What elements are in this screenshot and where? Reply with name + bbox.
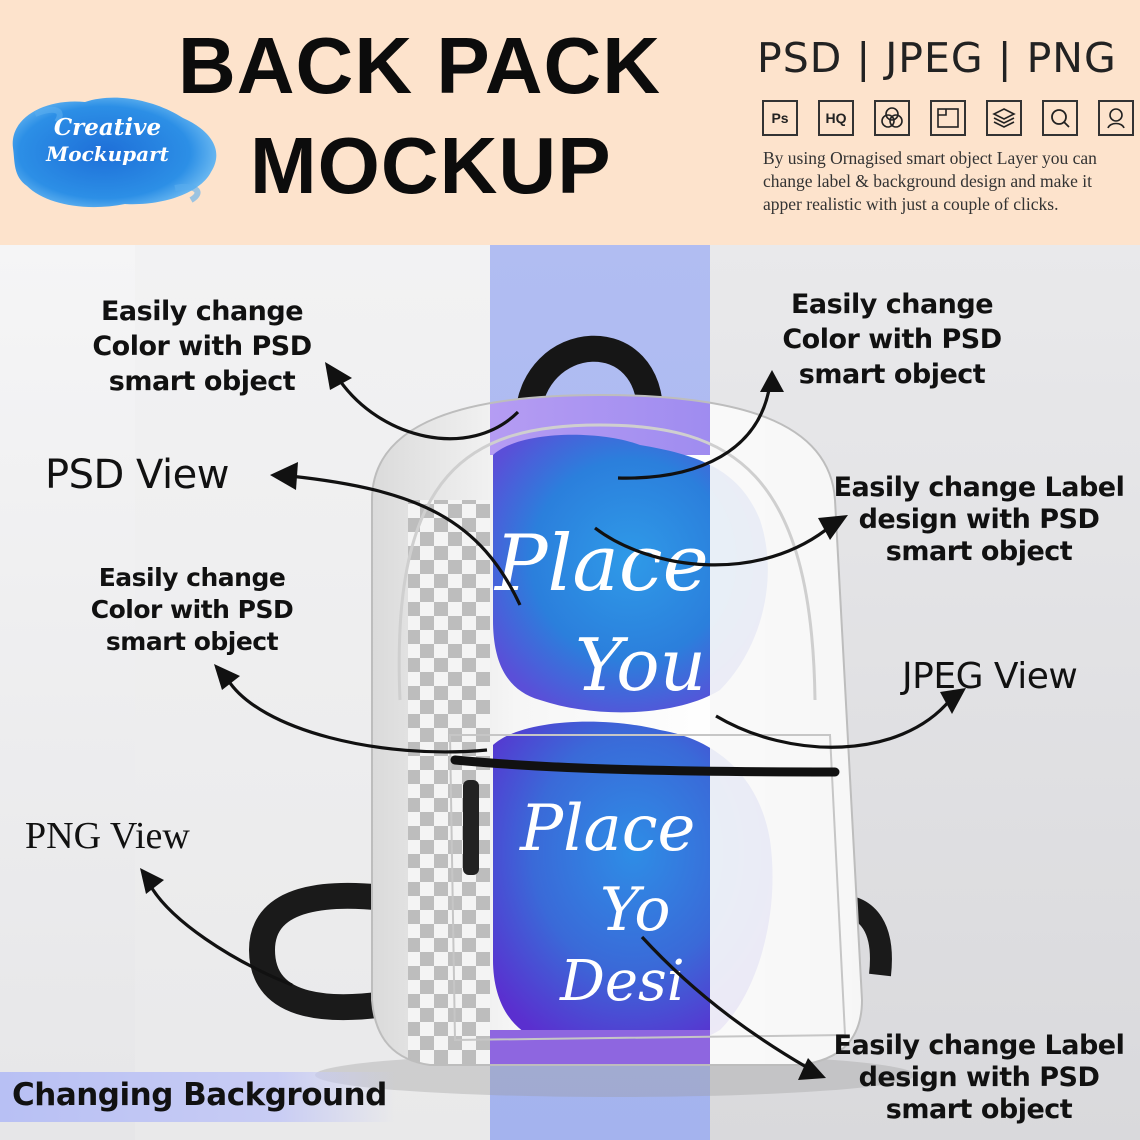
feature-icons-row: Ps HQ — [762, 100, 1134, 136]
psd-view-label: PSD View — [45, 452, 229, 498]
background-left-strip — [0, 245, 135, 1140]
title-line1: BACK PACK — [178, 21, 662, 110]
svg-text:Yo: Yo — [600, 875, 671, 945]
layers-icon — [986, 100, 1022, 136]
png-view-label: PNG View — [25, 815, 190, 857]
svg-text:Place: Place — [519, 792, 695, 866]
label-design-bottom-right: Easily change Label design with PSD smar… — [833, 1030, 1125, 1125]
photoshop-icon: Ps — [762, 100, 798, 136]
formats-label: PSD | JPEG | PNG — [757, 34, 1117, 82]
logo-line2: Mockupart — [46, 142, 169, 166]
changing-background-banner: Changing Background — [0, 1072, 395, 1122]
arrowheads — [140, 362, 966, 1080]
color-circles-icon — [874, 100, 910, 136]
image-icon — [930, 100, 966, 136]
logo-text: Creative Mockupart — [25, 114, 190, 168]
annotation-arrows — [148, 377, 952, 1070]
logo-line1: Creative — [53, 114, 162, 141]
svg-text:Desi: Desi — [559, 949, 685, 1014]
label-color-top-right: Easily change Color with PSD smart objec… — [782, 289, 1002, 390]
design-placeholder-art: Place You Place Yo Desi — [493, 519, 709, 1014]
user-icon — [1098, 100, 1134, 136]
description-text: By using Ornagised smart object Layer yo… — [763, 148, 1097, 214]
logo-watercolor-icon — [12, 97, 217, 208]
label-design-right: Easily change Label design with PSD smar… — [833, 472, 1125, 567]
title-line2: MOCKUP — [250, 121, 612, 210]
jpeg-view-label: JPEG View — [902, 656, 1078, 697]
changing-background-label: Changing Background — [12, 1077, 387, 1113]
label-color-mid-left: Easily change Color with PSD smart objec… — [90, 563, 294, 656]
search-icon — [1042, 100, 1078, 136]
label-color-top-left: Easily change Color with PSD smart objec… — [92, 296, 312, 397]
hq-icon: HQ — [818, 100, 854, 136]
svg-text:You: You — [575, 623, 706, 707]
